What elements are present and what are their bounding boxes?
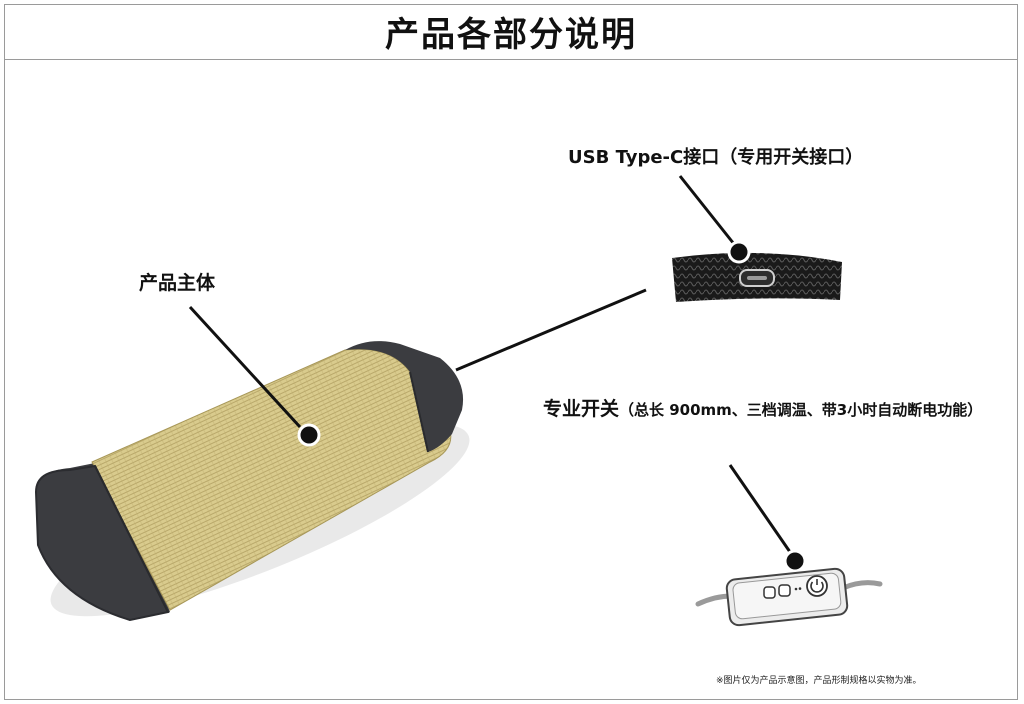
title-bar: 产品各部分说明 [4, 4, 1018, 60]
leader-line-body [188, 305, 302, 429]
marker-dot-usb [727, 240, 751, 264]
marker-dot-body [297, 423, 321, 447]
page-frame [4, 4, 1018, 700]
switch-button-1 [763, 586, 776, 599]
label-switch-detail: （总长 900mm、三档调温、带3小时自动断电功能） [619, 401, 983, 419]
label-usb-port: USB Type-C接口（专用开关接口） [568, 147, 864, 168]
power-icon [806, 575, 828, 597]
label-main-body: 产品主体 [139, 272, 216, 294]
leader-line-switch [728, 464, 792, 553]
leader-line-usb [678, 175, 736, 245]
label-switch-name: 专业开关 [543, 398, 620, 420]
label-switch: 专业开关（总长 900mm、三档调温、带3小时自动断电功能） [543, 394, 982, 421]
page-title: 产品各部分说明 [385, 15, 637, 55]
switch-controller [695, 567, 883, 627]
product-body [34, 341, 470, 622]
usb-port-closeup [672, 252, 842, 302]
switch-button-2 [778, 584, 791, 597]
marker-dot-switch [783, 549, 807, 573]
connector-line [455, 288, 647, 372]
footnote: ※图片仅为产品示意图，产品形制规格以实物为准。 [716, 676, 922, 686]
